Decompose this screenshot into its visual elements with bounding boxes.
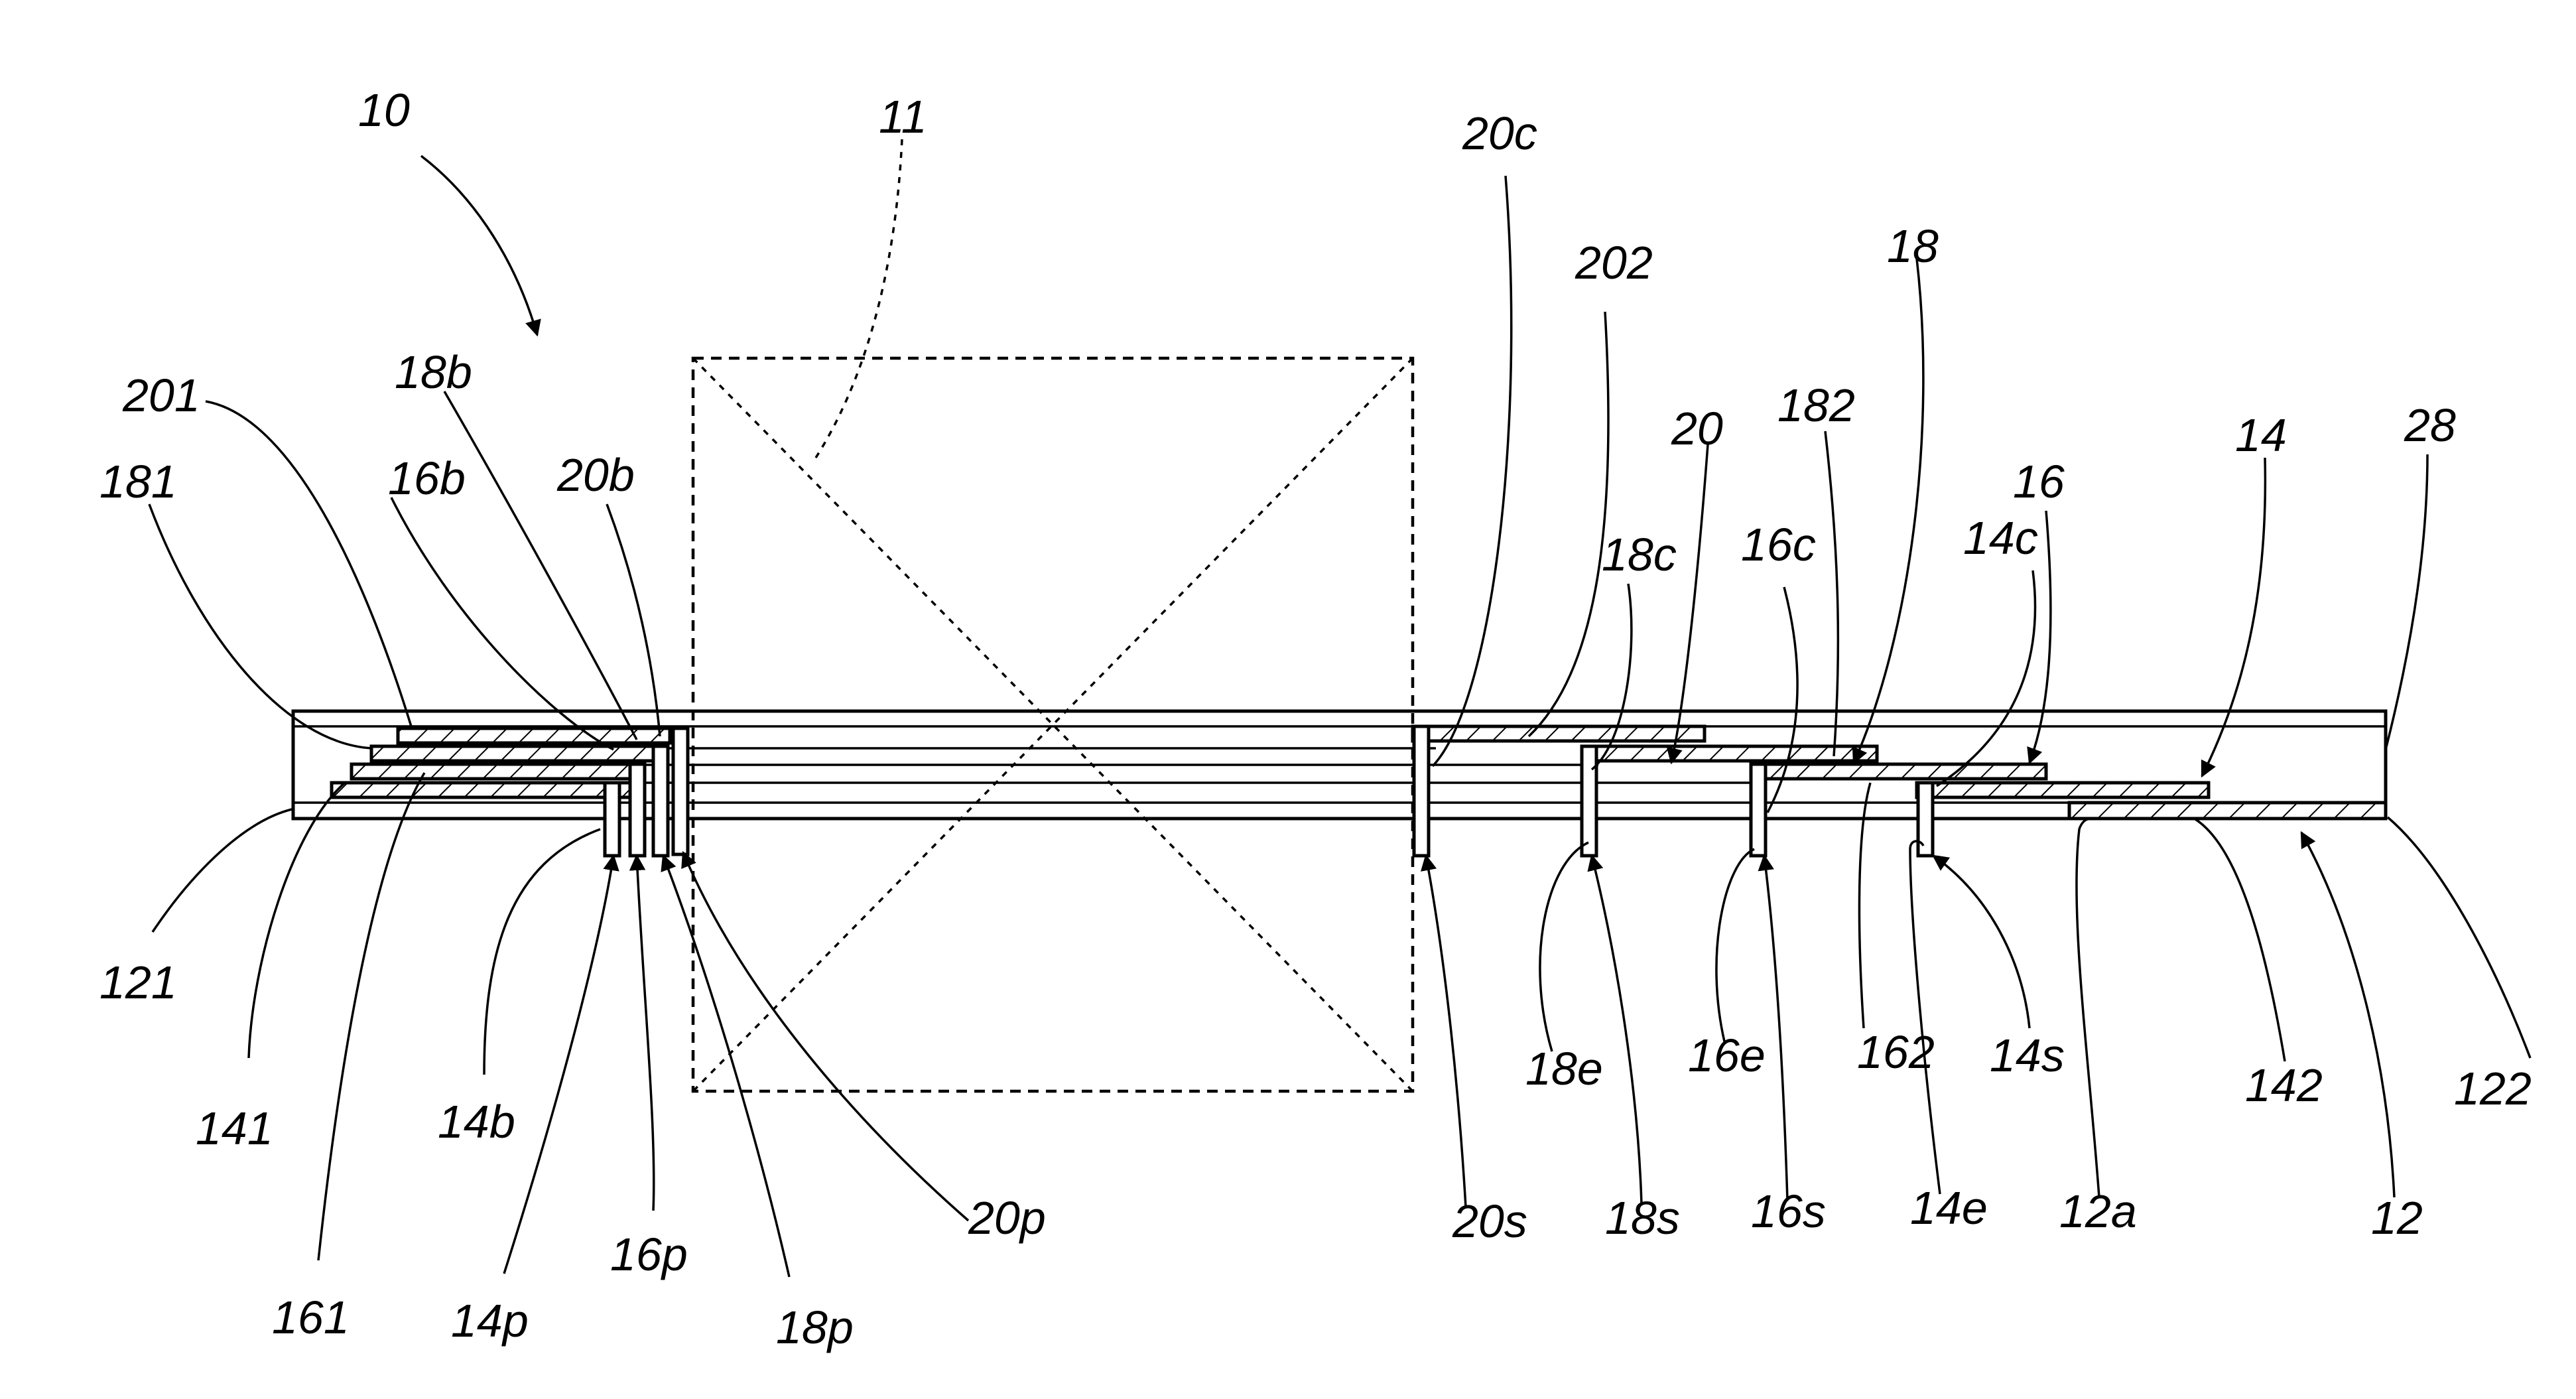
label-28: 28 <box>2404 399 2456 451</box>
label-162: 162 <box>1857 1026 1935 1078</box>
label-18p: 18p <box>776 1301 854 1353</box>
right-staircase-layers <box>1413 726 2209 797</box>
label-18e: 18e <box>1525 1043 1603 1095</box>
label-20p: 20p <box>968 1192 1046 1244</box>
label-141: 141 <box>196 1102 273 1154</box>
label-20c: 20c <box>1462 107 1537 159</box>
label-142: 142 <box>2245 1059 2323 1111</box>
label-16p: 16p <box>610 1229 688 1280</box>
label-18: 18 <box>1887 220 1939 272</box>
label-10: 10 <box>358 84 410 136</box>
label-201: 201 <box>122 369 200 421</box>
label-14p: 14p <box>451 1295 529 1347</box>
label-16b: 16b <box>388 452 466 504</box>
label-12a: 12a <box>2059 1185 2137 1237</box>
label-20b: 20b <box>556 449 635 501</box>
label-18b: 18b <box>395 346 472 398</box>
label-12: 12 <box>2371 1192 2423 1244</box>
label-14s: 14s <box>1990 1030 2065 1081</box>
label-20s: 20s <box>1452 1195 1527 1247</box>
label-16: 16 <box>2013 456 2065 507</box>
label-16c: 16c <box>1741 519 1816 570</box>
label-14e: 14e <box>1910 1182 1988 1234</box>
label-18c: 18c <box>1602 529 1677 580</box>
label-121: 121 <box>99 957 177 1008</box>
label-182: 182 <box>1777 379 1855 431</box>
label-122: 122 <box>2454 1063 2532 1114</box>
component-11-dashed <box>693 358 1413 1091</box>
substrate-12 <box>2069 803 2386 819</box>
label-14b: 14b <box>438 1096 515 1148</box>
label-20: 20 <box>1671 403 1723 454</box>
label-11: 11 <box>879 91 927 143</box>
label-16s: 16s <box>1751 1185 1826 1237</box>
label-202: 202 <box>1575 237 1653 289</box>
reference-labels: 10 11 201 181 16b 18b 20b 121 141 161 14… <box>99 84 2532 1353</box>
label-14c: 14c <box>1963 512 2038 564</box>
label-18s: 18s <box>1605 1192 1680 1244</box>
label-181: 181 <box>99 456 177 507</box>
label-161: 161 <box>272 1292 350 1343</box>
label-14: 14 <box>2235 409 2287 461</box>
label-16e: 16e <box>1688 1030 1766 1081</box>
